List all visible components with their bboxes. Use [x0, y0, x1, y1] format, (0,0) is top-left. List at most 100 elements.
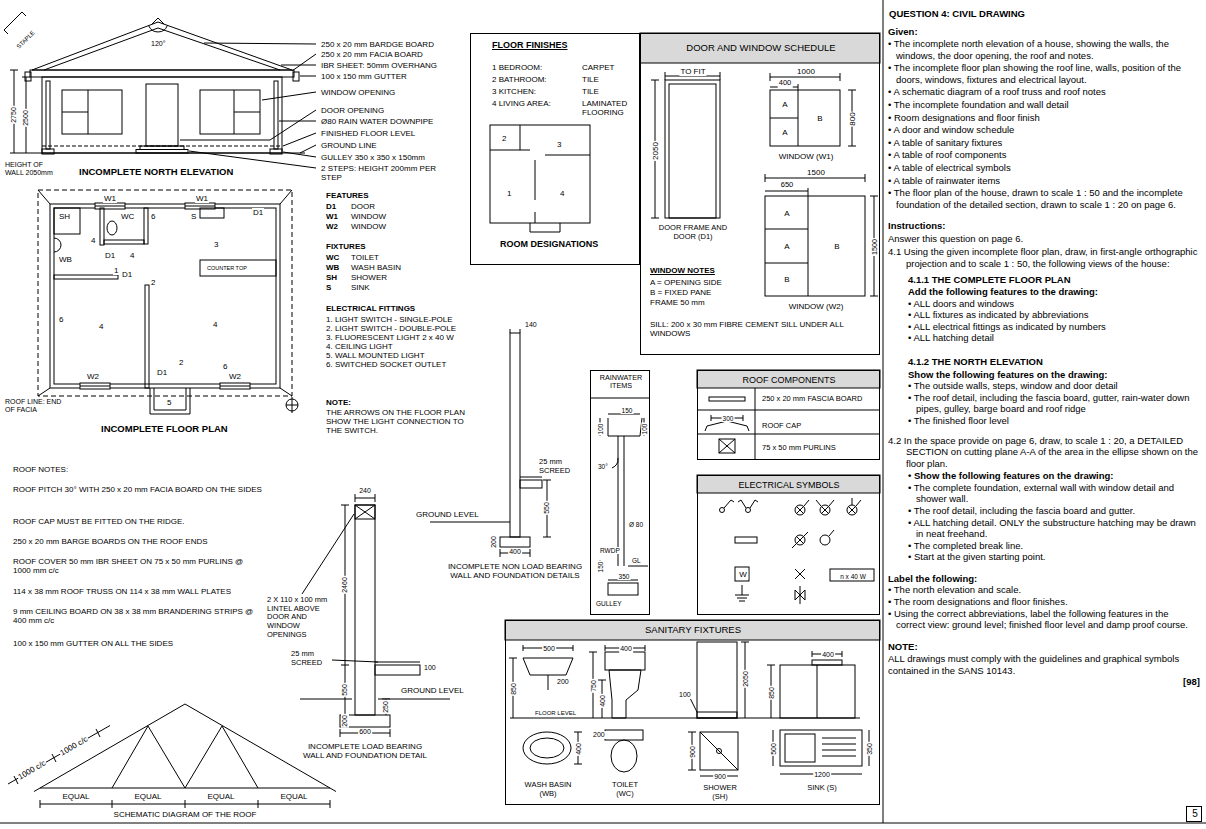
table-text: 75 x 50 mm PURLINS — [761, 444, 837, 453]
door-window-schedule-art-stroke — [865, 174, 866, 182]
drawing-label: DOOR — [350, 202, 376, 211]
table-text: 150 — [597, 561, 604, 574]
room-designation-plan-stroke — [530, 223, 560, 232]
north-elevation-stroke — [32, 22, 292, 70]
north-elevation-stroke — [300, 76, 316, 77]
table-text: 30° — [597, 463, 609, 470]
door-window-schedule-art-stroke — [665, 80, 720, 218]
question-text: • The incomplete foundation and wall det… — [888, 99, 1200, 111]
question-text: • The completed break line. — [908, 540, 1200, 552]
electrical-symbols-art — [697, 475, 880, 604]
drawing-label: 4 — [212, 320, 218, 329]
drawing-label: 4 — [98, 322, 104, 331]
floor-plan-stroke — [154, 388, 186, 410]
non-load-bearing-wall-detail-stroke — [510, 333, 520, 537]
table-text: A — [781, 100, 788, 109]
north-elevation — [10, 18, 316, 168]
electrical-symbols-art-stroke — [797, 507, 804, 514]
question-text: • A door and window schedule — [888, 124, 1200, 136]
table-text: ROOF COMPONENTS — [741, 375, 836, 385]
question-text: 4.1.1 THE COMPLETE FLOOR PLAN — [908, 274, 1200, 286]
question-text: • A table of rainwater items — [888, 175, 1200, 187]
non-load-bearing-wall-detail-stroke — [520, 477, 542, 478]
floor-plan-stroke — [220, 383, 250, 389]
door-window-schedule-art-stroke — [651, 80, 659, 81]
non-load-bearing-wall-detail-stroke — [543, 480, 551, 481]
sanitary-fixtures-art-stroke — [812, 651, 813, 657]
drawing-label: D1 — [156, 368, 168, 377]
north-elevation-stroke — [30, 70, 294, 77]
sanitary-fixtures-art-stroke — [785, 734, 815, 762]
electrical-symbols-art-stroke — [720, 508, 725, 513]
table-text: DOOR AND WINDOW SCHEDULE — [685, 43, 836, 54]
question-text: Label the following: — [888, 573, 1200, 585]
drawing-label: FINISHED FLOOR LEVEL — [320, 129, 416, 138]
table-text: DOOR FRAME AND DOOR (D1) — [652, 224, 734, 241]
drawing-label: W2 — [325, 222, 339, 231]
sanitary-fixtures-art-stroke — [741, 642, 749, 643]
north-elevation-stroke — [279, 121, 316, 122]
load-bearing-wall-detail-stroke — [341, 665, 349, 666]
drawing-label: 250 x 20 mm FACIA BOARD — [320, 50, 424, 59]
table-text: A = OPENING SIDE — [649, 278, 723, 287]
drawing-label: GROUND LEVEL — [400, 686, 465, 695]
drawing-label: S — [325, 283, 332, 292]
drawing-label: SINK — [350, 283, 371, 292]
question-text: [98] — [888, 676, 1200, 688]
drawing-label: 4 — [129, 251, 135, 260]
floor-plan-stroke — [220, 386, 250, 387]
load-bearing-wall-detail-stroke — [355, 494, 356, 502]
electrical-symbols-art-stroke — [735, 537, 757, 543]
table-text: 1500 — [806, 168, 826, 177]
table-text: ROOF CAP — [761, 422, 802, 431]
roof-truss-stroke — [40, 800, 41, 808]
table-text: RWDP — [599, 547, 621, 554]
sanitary-fixtures-art-stroke — [688, 770, 696, 771]
table-text: GL — [631, 557, 642, 564]
north-elevation-stroke — [10, 153, 18, 154]
non-load-bearing-wall-detail — [430, 329, 551, 557]
drawing-label: FIXTURES — [325, 242, 367, 251]
north-elevation-stroke — [22, 77, 30, 78]
sanitary-fixtures-art-stroke — [822, 738, 856, 739]
table-text: 400 — [619, 645, 633, 653]
door-window-schedule-art-stroke — [870, 296, 878, 297]
rainwater-items-art-stroke — [624, 436, 625, 566]
sanitary-fixtures-art-stroke — [822, 750, 856, 751]
drawing-label: NOTE: — [325, 398, 352, 407]
table-text: A — [781, 128, 788, 137]
electrical-symbols-art-stroke — [797, 507, 804, 514]
electrical-symbols-art-stroke — [697, 475, 880, 493]
table-text: 250 x 20 mm FASCIA BOARD — [761, 395, 863, 404]
door-window-schedule-art-stroke — [765, 174, 766, 182]
table-panel: FLOOR FINISHES1 BEDROOM:CARPET2 BATHROOM… — [470, 33, 640, 265]
table-text: FLOOR FINISHES — [491, 40, 569, 50]
table-text: B — [816, 114, 823, 123]
floor-plan-stroke — [54, 208, 276, 384]
sanitary-fixtures-art-stroke — [605, 645, 606, 651]
sanitary-fixtures-art-stroke — [817, 665, 818, 718]
north-elevation-stroke — [281, 65, 316, 66]
question-text: Instructions: — [888, 220, 1200, 232]
door-window-schedule-art-stroke — [765, 263, 808, 264]
table-text: 300 — [722, 415, 735, 422]
sanitary-fixtures-art-stroke — [523, 732, 571, 764]
table-text: SILL: 200 x 30 mm FIBRE CEMENT SILL UNDE… — [649, 320, 851, 338]
electrical-symbols-art-stroke — [746, 508, 751, 513]
floor-plan-stroke — [280, 388, 292, 396]
table-text: 2 BATHROOM: — [491, 75, 548, 84]
table-text: 3 — [556, 140, 562, 149]
table-text: 500 — [542, 645, 556, 653]
floor-plan-stroke — [200, 208, 224, 218]
question-text: • Using the correct abbreviations, label… — [888, 608, 1200, 631]
table-text: 900 — [713, 773, 727, 781]
electrical-symbols-art-stroke — [755, 500, 758, 502]
room-designation-plan-stroke — [520, 125, 521, 150]
non-load-bearing-wall-detail-stroke — [543, 537, 551, 538]
drawing-label: 3 — [213, 240, 219, 249]
drawing-label: WINDOW OPENING — [320, 88, 396, 97]
drawing-label: 2460 — [341, 576, 349, 594]
non-load-bearing-wall-detail-stroke — [520, 329, 521, 333]
table-text: TILE — [581, 75, 600, 84]
page-title: QUESTION 4: CIVIL DRAWING — [888, 8, 1200, 20]
